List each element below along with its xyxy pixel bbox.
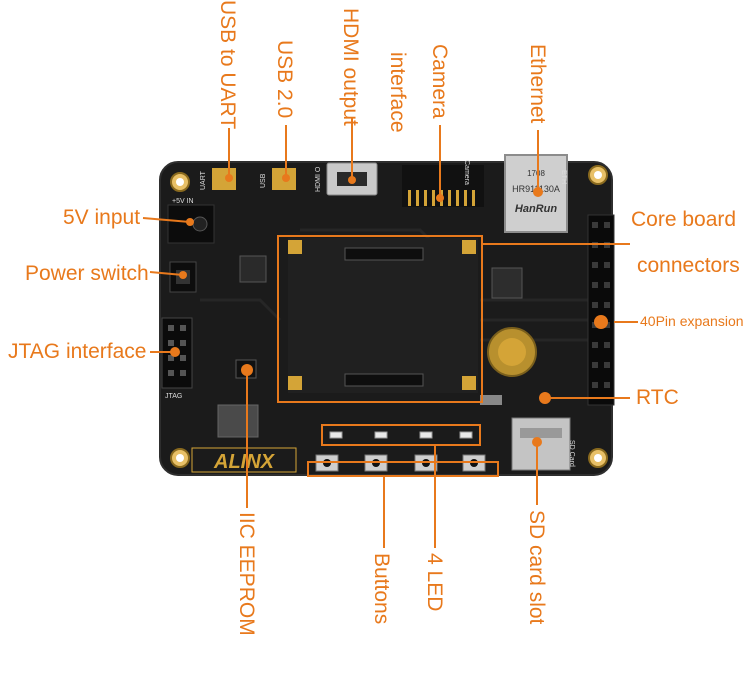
input-silk: +5V IN bbox=[172, 198, 194, 205]
usb-silk: USB bbox=[260, 173, 267, 188]
leds bbox=[329, 431, 473, 439]
eeprom-label: IIC EEPROM bbox=[235, 512, 258, 636]
rtc-label: RTC bbox=[636, 386, 679, 409]
svg-text:ALINX: ALINX bbox=[213, 451, 276, 473]
usb2-label: USB 2.0 bbox=[273, 40, 296, 119]
expansion-label: 40Pin expansion bbox=[640, 313, 744, 329]
power-switch-label: Power switch bbox=[25, 262, 149, 285]
core-board-area bbox=[288, 238, 478, 393]
camera-label-1: Camera bbox=[428, 44, 451, 119]
input-5v-label: 5V input bbox=[63, 206, 141, 229]
camera-silk: Camera bbox=[463, 160, 470, 185]
usb-uart-label: USB to UART bbox=[216, 0, 239, 130]
camera-label-2: interface bbox=[386, 52, 409, 133]
hdmi-silk: HDMI O bbox=[315, 166, 322, 192]
sd-silk: SD Card bbox=[568, 440, 575, 467]
alinx-logo: ALINX bbox=[191, 447, 297, 473]
jtag-label: JTAG interface bbox=[8, 340, 147, 363]
rj45-brand: HanRun bbox=[515, 203, 557, 215]
ethernet-label: Ethernet bbox=[526, 44, 549, 124]
uart-silk: UART bbox=[200, 170, 207, 190]
core-board-label-2: connectors bbox=[637, 254, 740, 277]
rj45-code: 1708 bbox=[527, 169, 545, 178]
callouts bbox=[142, 118, 638, 548]
jtag-silk: JTAG bbox=[165, 393, 182, 400]
buttons-row bbox=[315, 454, 486, 472]
eth-silk: ETH bbox=[560, 170, 567, 184]
ethernet-jack bbox=[504, 154, 568, 233]
buttons-label: Buttons bbox=[370, 553, 393, 625]
core-board-label-1: Core board bbox=[631, 208, 737, 231]
hdmi-label: HDMI output bbox=[339, 8, 362, 126]
led-label: 4 LED bbox=[423, 553, 446, 612]
sd-label: SD card slot bbox=[525, 510, 548, 625]
